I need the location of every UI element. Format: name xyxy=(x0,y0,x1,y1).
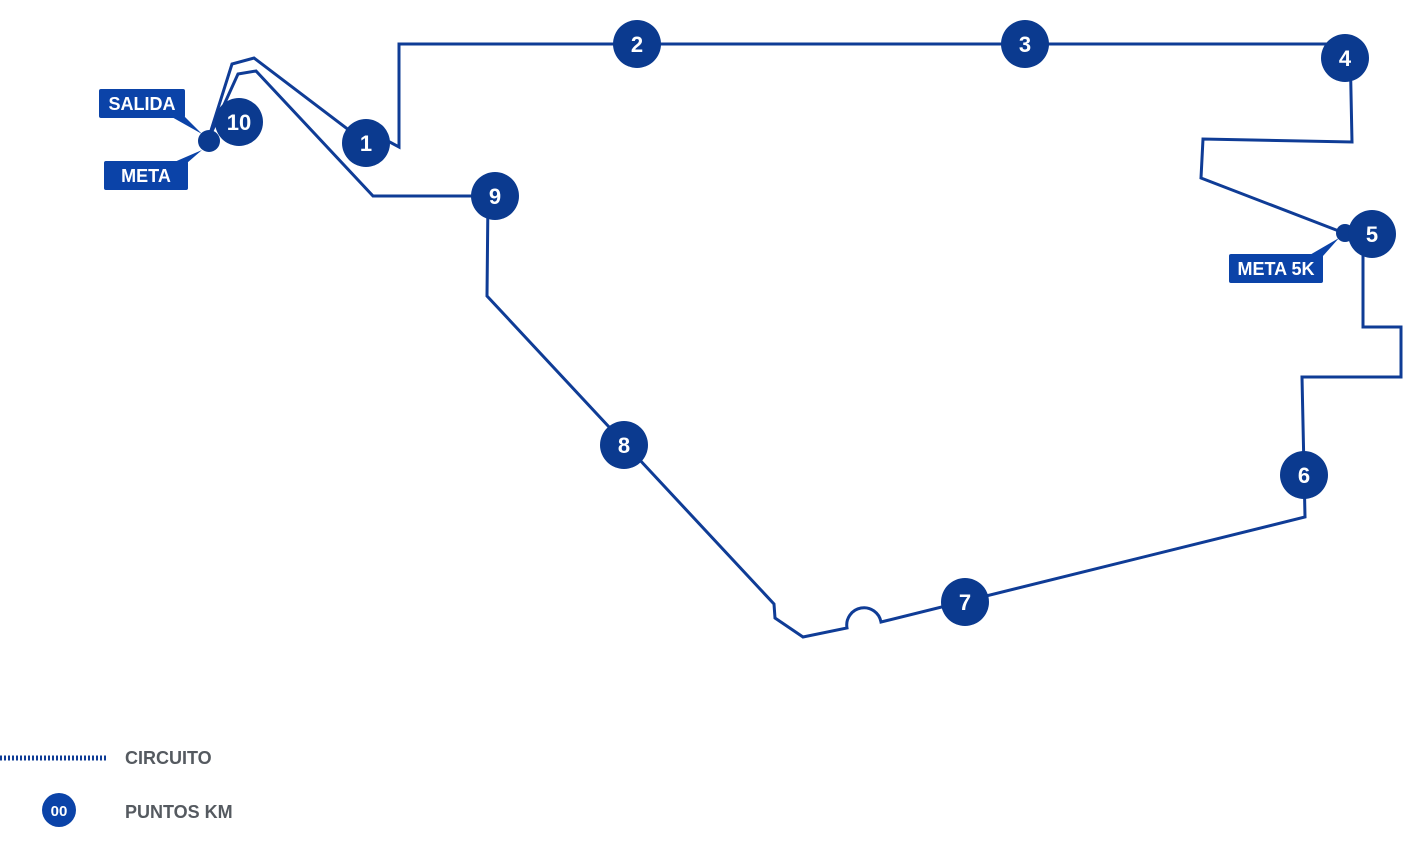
km-marker-8-label: 8 xyxy=(618,433,630,458)
legend-km-sample: 00 xyxy=(51,803,68,820)
km-marker-3-label: 3 xyxy=(1019,32,1031,57)
km-marker-4-label: 4 xyxy=(1339,46,1352,71)
km-marker-1: 1 xyxy=(342,119,390,167)
start-finish-dot xyxy=(198,130,220,152)
km-marker-10: 10 xyxy=(215,98,263,146)
finish-5k-label: META 5K xyxy=(1237,259,1314,279)
start-tag: SALIDA xyxy=(99,89,202,134)
legend-circuit-label: CIRCUITO xyxy=(125,748,212,768)
finish-5k-tag: META 5K xyxy=(1229,238,1339,283)
km-marker-5-label: 5 xyxy=(1366,222,1378,247)
km-marker-7-label: 7 xyxy=(959,590,971,615)
start-label: SALIDA xyxy=(109,94,176,114)
km-marker-8: 8 xyxy=(600,421,648,469)
km-marker-3: 3 xyxy=(1001,20,1049,68)
km-marker-7: 7 xyxy=(941,578,989,626)
km-marker-1-label: 1 xyxy=(360,131,372,156)
km-marker-6-label: 6 xyxy=(1298,463,1310,488)
km-marker-2-label: 2 xyxy=(631,32,643,57)
km-marker-6: 6 xyxy=(1280,451,1328,499)
finish-tag: META xyxy=(104,150,202,190)
finish-label: META xyxy=(121,166,171,186)
km-marker-10-label: 10 xyxy=(227,110,251,135)
legend: CIRCUITO 00 PUNTOS KM xyxy=(0,748,233,827)
km-marker-2: 2 xyxy=(613,20,661,68)
legend-km-label: PUNTOS KM xyxy=(125,802,233,822)
route-path xyxy=(206,42,1403,639)
km-marker-9: 9 xyxy=(471,172,519,220)
km-marker-9-label: 9 xyxy=(489,184,501,209)
legend-km-swatch xyxy=(42,793,76,827)
km-marker-4: 4 xyxy=(1321,34,1369,82)
km-marker-5: 5 xyxy=(1348,210,1396,258)
